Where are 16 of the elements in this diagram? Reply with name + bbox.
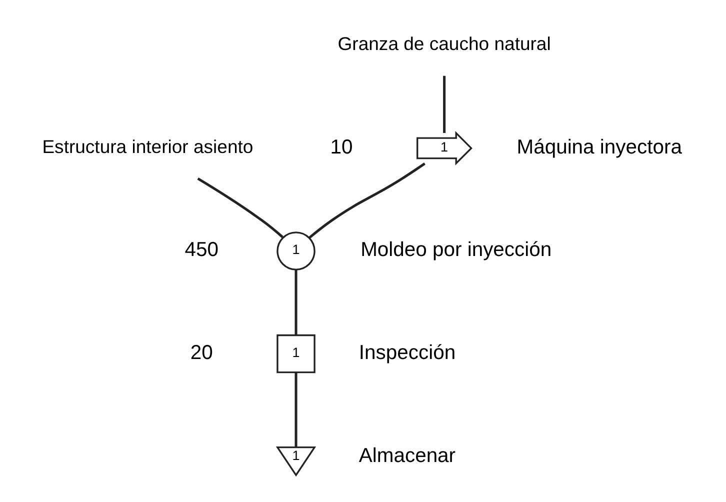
node-text: Granza de caucho natural <box>338 33 551 54</box>
node-text: Estructura interior asiento <box>42 136 254 157</box>
connector <box>294 372 298 447</box>
node-label: Moldeo por inyección <box>360 239 552 262</box>
connector <box>308 162 426 239</box>
connector <box>443 76 446 133</box>
node-label: Inspección <box>358 342 456 364</box>
node-label: Almacenar <box>358 444 456 467</box>
node-label: 10 <box>330 136 353 158</box>
node-label: 450 <box>184 239 219 262</box>
connector <box>197 178 284 238</box>
node-label: 20 <box>190 342 213 364</box>
connector <box>294 270 298 335</box>
node-label: Máquina inyectora <box>516 136 682 158</box>
node-box: 1 <box>276 334 316 374</box>
node-circle: 1 <box>276 232 316 270</box>
